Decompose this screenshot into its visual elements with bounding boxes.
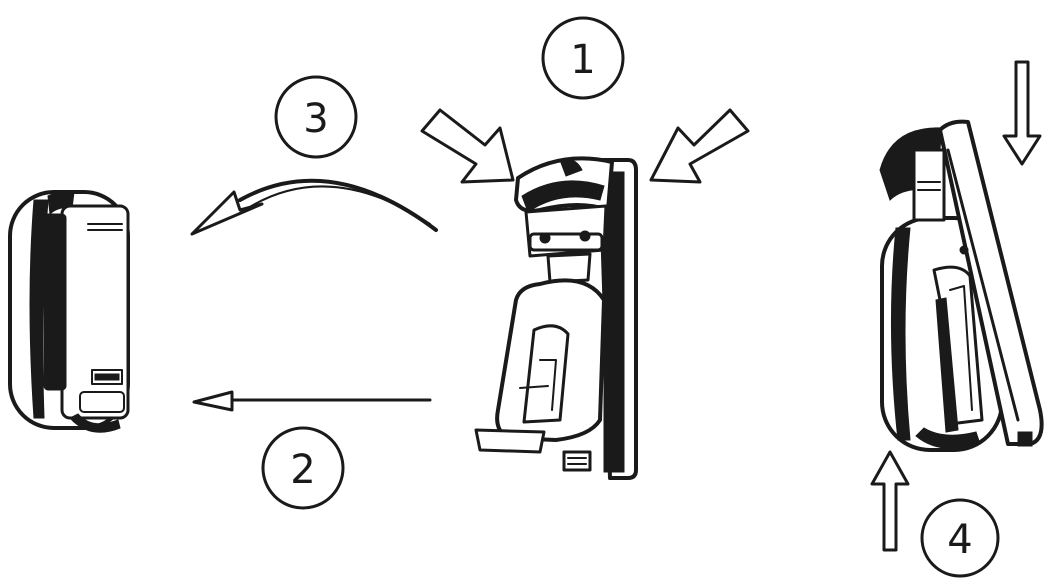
squeeze-arrow-right-icon	[649, 108, 750, 184]
step-2-marker: 2	[261, 426, 345, 510]
step-3-label: 3	[303, 96, 328, 142]
push-up-arrow-icon	[870, 450, 910, 552]
battery-pack	[8, 190, 130, 433]
straight-arrow-step-2-icon	[192, 390, 432, 412]
step-4-marker: 4	[920, 498, 1000, 578]
step-2-label: 2	[290, 447, 315, 493]
step-1-marker: 1	[541, 16, 625, 100]
step-3-marker: 3	[274, 75, 358, 159]
push-down-arrow-icon	[1002, 60, 1042, 166]
assembled-radio-unit	[879, 119, 1044, 452]
curved-arrow-step-3-icon	[190, 178, 438, 236]
squeeze-arrow-left-icon	[420, 108, 515, 184]
step-4-label: 4	[947, 517, 972, 563]
step-1-label: 1	[570, 37, 595, 83]
radio-holder-open	[474, 156, 638, 480]
